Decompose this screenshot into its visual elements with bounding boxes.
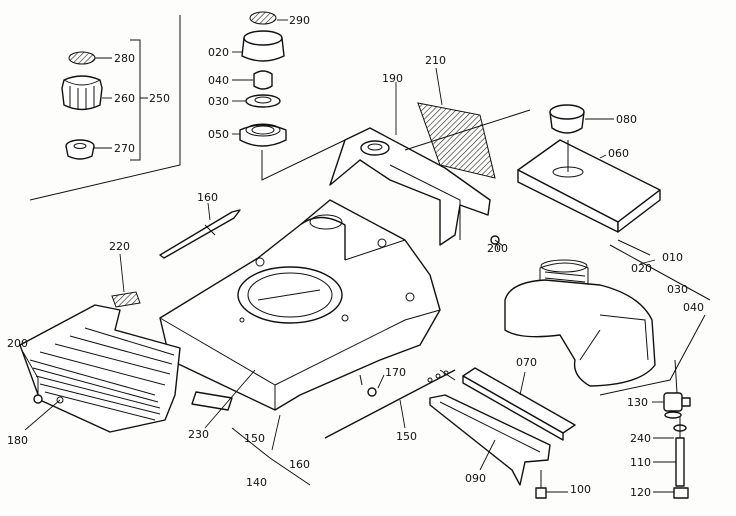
callout-c010: 010 [662,251,683,264]
callout-c250: 250 [149,92,170,105]
callout-c190: 190 [382,72,403,85]
callout-c200a: 200 [487,242,508,255]
cap-part-040 [253,70,273,90]
cap-part-270 [65,139,95,160]
callout-layer: 290 020 040 030 050 280 260 250 270 210 190 080 060 1… [7,14,704,499]
callout-c040a: 040 [208,74,229,87]
callout-c160b: 160 [289,458,310,471]
fuel-hose-110 [675,416,685,487]
fuel-valve-130 [663,359,691,419]
callout-c030b: 030 [667,283,688,296]
foam-pad-060 [517,139,661,233]
callout-c110: 110 [630,456,651,469]
callout-c200b: 200 [7,337,28,350]
screw-200-bracket [490,235,504,247]
callout-c280: 280 [114,52,135,65]
shroud-140 [159,199,441,411]
heat-shield-210 [417,102,496,179]
screw-170 [367,387,377,397]
callout-c140: 140 [246,476,267,489]
callout-c100: 100 [570,483,591,496]
cap-part-290 [249,11,277,25]
callout-c040b: 040 [683,301,704,314]
label-230 [191,391,233,411]
callout-c060: 060 [608,147,629,160]
callout-c150a: 150 [244,432,265,445]
callout-c220: 220 [109,240,130,253]
cap-part-020 [241,30,285,62]
fuel-tank-010 [504,259,656,387]
callout-c130: 130 [627,396,648,409]
callout-c160a: 160 [197,191,218,204]
callout-c150b: 150 [396,430,417,443]
cap-part-280 [68,51,96,65]
callout-c210: 210 [425,54,446,67]
tank-bracket-190 [329,127,491,246]
grille-180 [19,304,181,433]
callout-c030a: 030 [208,95,229,108]
tank-neck-080 [549,104,585,134]
callout-c070: 070 [516,356,537,369]
cap-part-050 [239,123,287,147]
callout-c120: 120 [630,486,651,499]
callout-c020b: 020 [631,262,652,275]
callout-c230: 230 [188,428,209,441]
decal-220 [111,291,141,308]
callout-c170: 170 [385,366,406,379]
rod-160 [159,209,241,259]
screw-200-grille [33,378,43,404]
rod-150 [324,369,456,439]
callout-c180: 180 [7,434,28,447]
callout-c270: 270 [114,142,135,155]
callout-c090: 090 [465,472,486,485]
callout-c240: 240 [630,432,651,445]
callout-c290: 290 [289,14,310,27]
kit-frame [29,15,181,201]
bracket-090 [429,394,551,486]
cap-part-260 [61,75,103,111]
callout-c020a: 020 [208,46,229,59]
callout-c260: 260 [114,92,135,105]
foam-strip-070 [462,367,576,441]
screw-100 [535,470,547,499]
callout-c050: 050 [208,128,229,141]
callout-c080: 080 [616,113,637,126]
clamp-120 [673,487,689,499]
cap-part-030 [245,94,281,108]
